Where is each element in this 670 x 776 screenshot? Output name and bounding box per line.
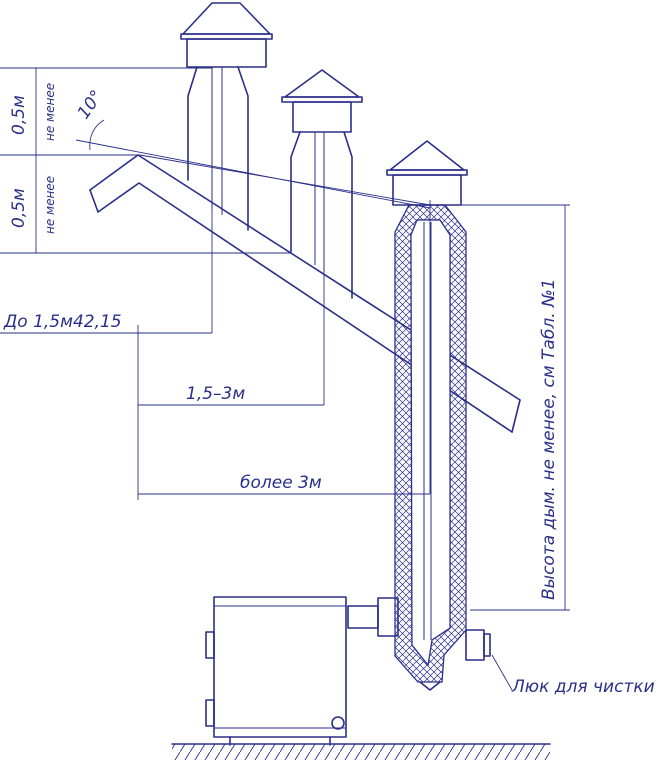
distance-label-15-3: 1,5–3м xyxy=(186,384,245,404)
chimney-insulated xyxy=(386,140,491,691)
chimney-height-label: Высота дым. не менее, см Табл. №1 xyxy=(539,279,559,601)
height-label-bottom: 0,5м xyxy=(9,188,29,228)
distance-label-15: До 1,5м42,15 xyxy=(3,312,122,332)
chimney-middle xyxy=(281,69,363,299)
height-label-top: 0,5м xyxy=(9,95,29,135)
vertical-left-labels: 0,5м не менее 0,5м не менее xyxy=(9,83,57,234)
dimension-lines xyxy=(0,67,570,691)
chimney-tall xyxy=(180,2,273,231)
stove xyxy=(205,596,347,746)
ground xyxy=(171,743,551,760)
connector-pipe xyxy=(347,597,399,637)
not-less-label-top: не менее xyxy=(43,83,57,141)
not-less-label-bottom: не менее xyxy=(43,176,57,234)
cleanout-label: Люк для чистки xyxy=(511,677,655,697)
angle-label: 10° xyxy=(74,87,108,123)
distance-label-more-3: более 3м xyxy=(240,473,322,493)
